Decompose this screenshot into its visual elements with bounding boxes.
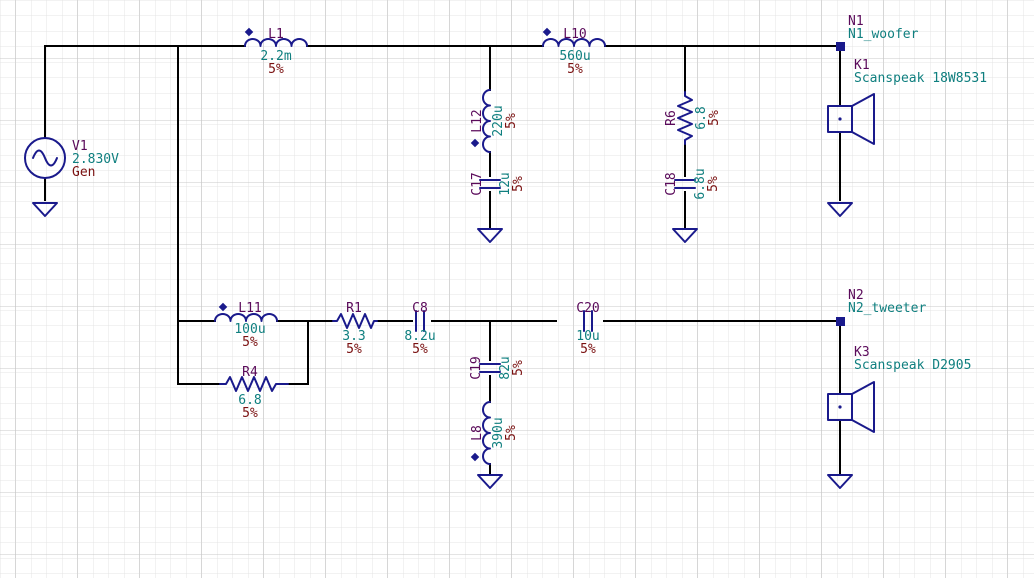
inductor-l11[interactable]: L11 100u 5% (214, 301, 278, 350)
r4-ref: R4 (242, 365, 258, 380)
l12-value: 220u (491, 105, 506, 136)
wires (44, 45, 841, 475)
capacitor-icon (583, 310, 593, 332)
c19-tol: 5% (511, 360, 526, 376)
r1-ref: R1 (346, 301, 362, 316)
capacitor-icon (415, 310, 425, 332)
k3-model: Scanspeak D2905 (854, 358, 971, 373)
capacitor-icon (479, 179, 501, 189)
capacitor-c17[interactable]: C17 12u 5% (470, 172, 526, 195)
inductor-icon (214, 313, 278, 322)
polarity-dot-icon (470, 138, 480, 148)
speaker-icon (827, 93, 875, 145)
polarity-dot-icon (470, 452, 480, 462)
voltage-source-v1[interactable]: V1 2.830V Gen (24, 137, 119, 180)
l8-tol: 5% (504, 425, 519, 441)
c20-ref: C20 (576, 301, 599, 316)
node-n2[interactable]: N2 N2_tweeter (836, 288, 926, 326)
k1-ref: K1 (854, 58, 870, 73)
c18-ref: C18 (664, 172, 679, 195)
capacitor-c8[interactable]: C8 8.2u 5% (404, 301, 435, 357)
r4-tol: 5% (242, 406, 258, 421)
r6-value: 6.8 (694, 106, 709, 129)
source-ref: V1 (72, 139, 88, 154)
c18-value: 6.8u (693, 168, 708, 199)
resistor-icon (332, 313, 378, 329)
inductor-icon (244, 38, 308, 47)
inductor-l1[interactable]: L1 2.2m 5% (244, 27, 308, 77)
capacitor-c20[interactable]: C20 10u 5% (576, 301, 599, 357)
r1-tol: 5% (346, 342, 362, 357)
resistor-r6[interactable]: R6 6.8 5% (664, 91, 722, 145)
k1-model: Scanspeak 18W8531 (854, 71, 987, 86)
l1-ref: L1 (268, 27, 284, 42)
c8-ref: C8 (412, 301, 428, 316)
c19-ref: C19 (469, 356, 484, 379)
capacitor-icon (674, 179, 696, 189)
ground-icon (477, 474, 503, 489)
ground-icon (827, 202, 853, 217)
l10-ref: L10 (563, 27, 586, 42)
k3-ref: K3 (854, 345, 870, 360)
speaker-icon (827, 381, 875, 433)
l8-value: 390u (491, 417, 506, 448)
l1-tol: 5% (268, 62, 284, 77)
node-marker-icon (836, 317, 845, 326)
inductor-l12[interactable]: L12 220u 5% (470, 89, 519, 153)
c8-tol: 5% (412, 342, 428, 357)
capacitor-c19[interactable]: C19 82u 5% (469, 356, 526, 379)
ground-icon (32, 202, 58, 217)
inductor-icon (482, 89, 491, 153)
resistor-r1[interactable]: R1 3.3 5% (332, 301, 378, 357)
capacitor-c18[interactable]: C18 6.8u 5% (664, 168, 721, 199)
l11-value: 100u (234, 322, 265, 337)
ground-icon (672, 228, 698, 243)
r4-value: 6.8 (238, 393, 261, 408)
ground-icon (827, 474, 853, 489)
l1-value: 2.2m (260, 49, 291, 64)
l11-tol: 5% (242, 335, 258, 350)
c17-value: 12u (498, 172, 513, 195)
speaker-k3[interactable]: K3 Scanspeak D2905 (827, 345, 971, 433)
c17-tol: 5% (511, 176, 526, 192)
capacitor-icon (479, 363, 501, 373)
r6-ref: R6 (664, 110, 679, 126)
resistor-icon (677, 91, 693, 145)
n2-ref: N2 (848, 288, 864, 303)
r6-tol: 5% (707, 110, 722, 126)
l10-tol: 5% (567, 62, 583, 77)
source-label: Gen (72, 165, 95, 180)
resistor-icon (219, 376, 289, 392)
inductor-l8[interactable]: L8 390u 5% (470, 401, 519, 465)
c20-value: 10u (576, 329, 599, 344)
l11-ref: L11 (238, 301, 261, 316)
l10-value: 560u (559, 49, 590, 64)
inductor-icon (542, 38, 606, 47)
inductor-icon (482, 401, 491, 465)
resistor-r4[interactable]: R4 6.8 5% (219, 365, 289, 421)
c17-ref: C17 (470, 172, 485, 195)
source-value: 2.830V (72, 152, 119, 167)
ground-icon (477, 228, 503, 243)
speaker-k1[interactable]: K1 Scanspeak 18W8531 (827, 58, 987, 145)
c8-value: 8.2u (404, 329, 435, 344)
n1-ref: N1 (848, 14, 864, 29)
n1-label: N1_woofer (848, 27, 919, 42)
c20-tol: 5% (580, 342, 596, 357)
l8-ref: L8 (470, 425, 485, 441)
polarity-dot-icon (218, 302, 228, 312)
r1-value: 3.3 (342, 329, 365, 344)
node-n1[interactable]: N1 N1_woofer (836, 14, 919, 51)
l12-ref: L12 (470, 109, 485, 132)
c18-tol: 5% (706, 176, 721, 192)
node-marker-icon (836, 42, 845, 51)
c19-value: 82u (498, 356, 513, 379)
n2-label: N2_tweeter (848, 301, 926, 316)
ac-source-icon (24, 137, 66, 179)
inductor-l10[interactable]: L10 560u 5% (542, 27, 606, 77)
l12-tol: 5% (504, 113, 519, 129)
